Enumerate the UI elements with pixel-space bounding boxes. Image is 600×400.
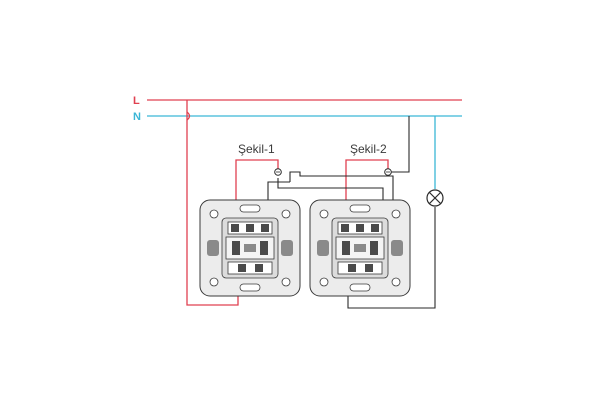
neutral-line-label: N xyxy=(133,111,141,123)
switch2-label: Şekil-2 xyxy=(350,142,387,156)
live-line-label: L xyxy=(133,95,140,107)
switch2-to-lamp-wire xyxy=(391,116,410,173)
screw-terminal-icon xyxy=(384,168,392,176)
switch-mechanism-2 xyxy=(309,199,411,297)
switch-mechanism-1 xyxy=(199,199,301,297)
switch2-red-loop xyxy=(345,159,389,218)
switch1-red-loop xyxy=(235,159,279,218)
lamp-icon xyxy=(426,189,444,207)
switch1-label: Şekil-1 xyxy=(238,142,275,156)
live-feed-crossover xyxy=(186,111,191,121)
traveller-wire-3 xyxy=(289,171,394,218)
screw-terminal-icon xyxy=(274,168,282,176)
